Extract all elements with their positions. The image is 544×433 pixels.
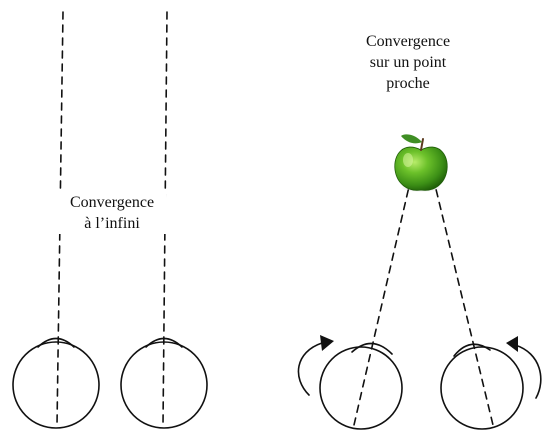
- arrow-head-left: [320, 335, 334, 351]
- near-label-line1: Convergence: [365, 33, 451, 50]
- right-eye-1: [319, 342, 403, 430]
- near-label-line2: sur un point: [369, 54, 447, 71]
- near-point-convergence-label: Convergence sur un point proche: [348, 31, 468, 94]
- near-label-line3: proche: [386, 75, 430, 92]
- infinity-label-line2: à l’infini: [84, 215, 140, 232]
- infinity-label-line1: Convergence: [69, 194, 155, 211]
- curved-arrow-icon: [297, 342, 323, 396]
- left-eye2-sightline: [162, 11, 168, 426]
- right-eye-2: [440, 343, 524, 430]
- left-eye-1: [12, 337, 100, 429]
- arrow-head-right: [506, 336, 518, 352]
- apple-icon: [394, 134, 448, 192]
- left-eye-2: [120, 337, 208, 429]
- left-eye1-sightline: [56, 11, 64, 426]
- infinity-convergence-label: Convergence à l’infini: [58, 192, 166, 234]
- right-eye2-sightline: [426, 151, 494, 426]
- right-eye1-sightline: [353, 151, 418, 426]
- curved-arrow-icon: [514, 344, 542, 399]
